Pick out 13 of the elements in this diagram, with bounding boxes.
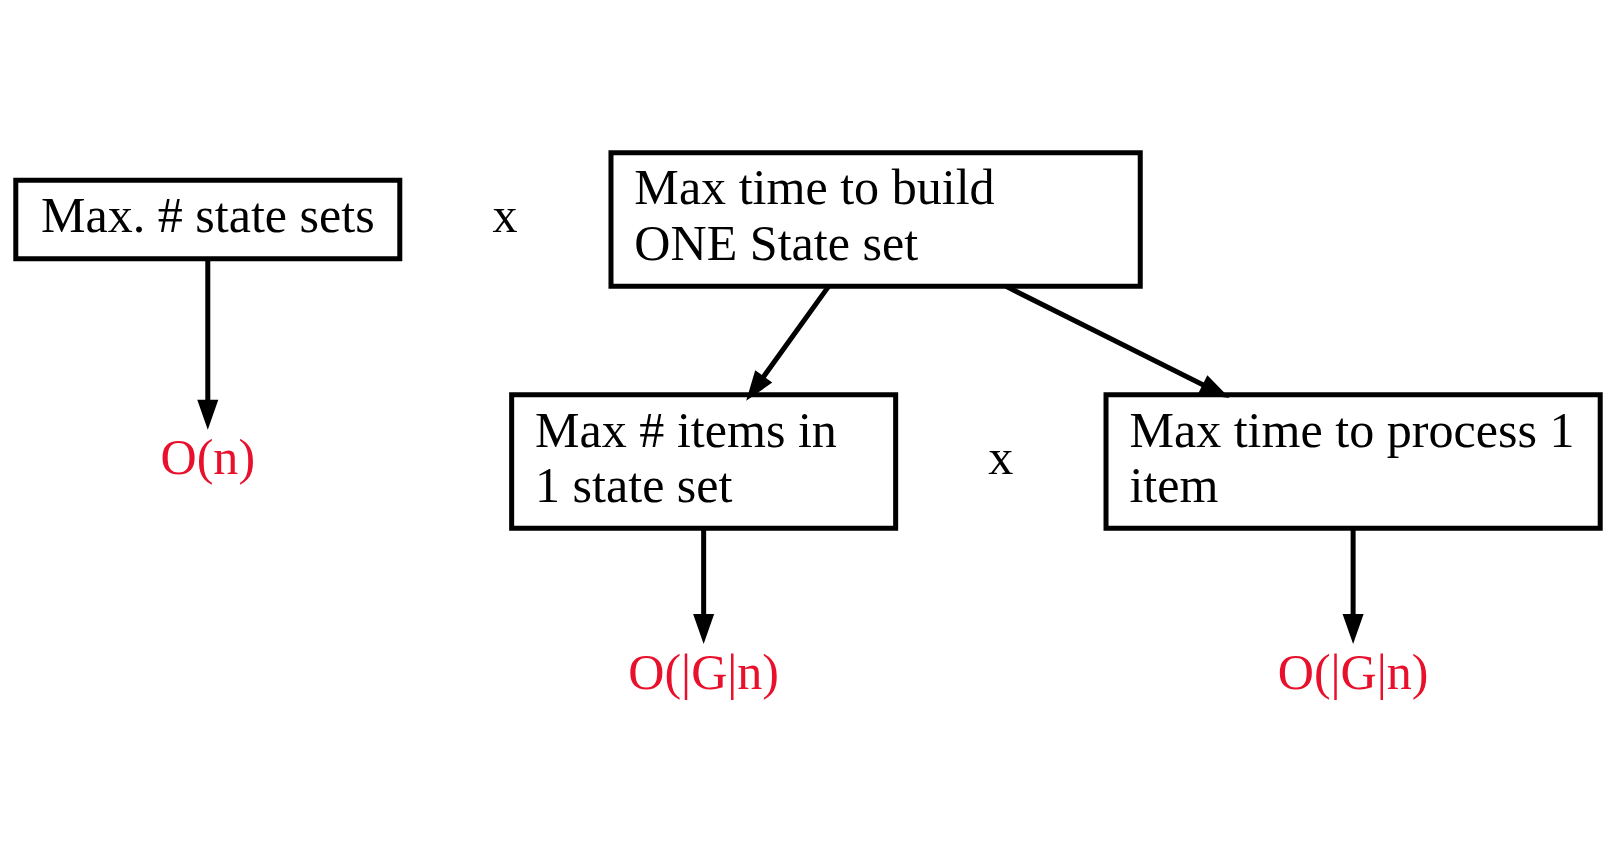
node-text: O(n) [160,428,256,485]
arrow [1004,283,1230,398]
arrow [197,258,219,430]
node-box: Max time to build ONE State set [608,149,1143,289]
label: x [988,428,1014,485]
arrow [1342,528,1364,644]
arrow [693,528,715,644]
node-text: O(|G|n) [1277,643,1429,700]
node-text: O(|G|n) [628,643,780,700]
label: x [492,186,518,243]
node-box: Max time to process 1 item [1103,391,1603,531]
node-box: Max # items in 1 state set [509,391,899,531]
node-box: Max. # state sets [13,177,403,261]
